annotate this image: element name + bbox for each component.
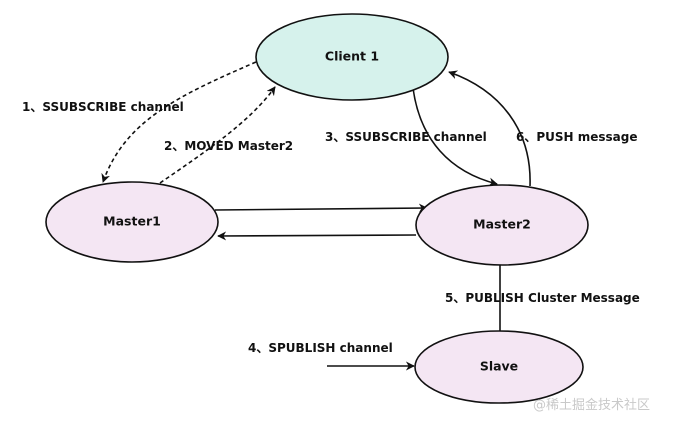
edge-step3-label: 3、SSUBSCRIBE channel: [325, 130, 487, 144]
node-client1-shape: [255, 13, 449, 101]
edge-step4-label: 4、SPUBLISH channel: [248, 341, 393, 355]
node-client1-label: Client 1: [325, 49, 379, 64]
node-master2-shape: [415, 184, 589, 266]
edge-step3-arrow: [412, 87, 498, 187]
edges: [101, 61, 531, 371]
node-slave-shape: [414, 330, 584, 404]
node-client1: Client 1: [255, 13, 449, 101]
edge-step1-label: 1、SSUBSCRIBE channel: [22, 100, 184, 114]
edge-step6-label: 6、PUSH message: [516, 130, 638, 144]
edge-step2-label: 2、MOVED Master2: [164, 139, 293, 153]
edge-step1-arrow: [101, 61, 257, 183]
edge-master1-to-master2-arrow: [214, 203, 428, 213]
node-slave: Slave: [414, 330, 584, 404]
node-master2-label: Master2: [473, 217, 531, 232]
edge-master2-to-master1-arrow: [217, 231, 417, 241]
edge-step6-arrow: [448, 70, 531, 187]
edge-step5-label: 5、PUBLISH Cluster Message: [445, 291, 640, 305]
node-master1-label: Master1: [103, 214, 161, 229]
watermark-text: @稀土掘金技术社区: [533, 397, 650, 413]
node-master1: Master1: [45, 181, 219, 263]
node-master2: Master2: [415, 184, 589, 266]
node-slave-label: Slave: [480, 359, 518, 374]
node-master1-shape: [45, 181, 219, 263]
edge-step2-arrow: [159, 86, 276, 184]
